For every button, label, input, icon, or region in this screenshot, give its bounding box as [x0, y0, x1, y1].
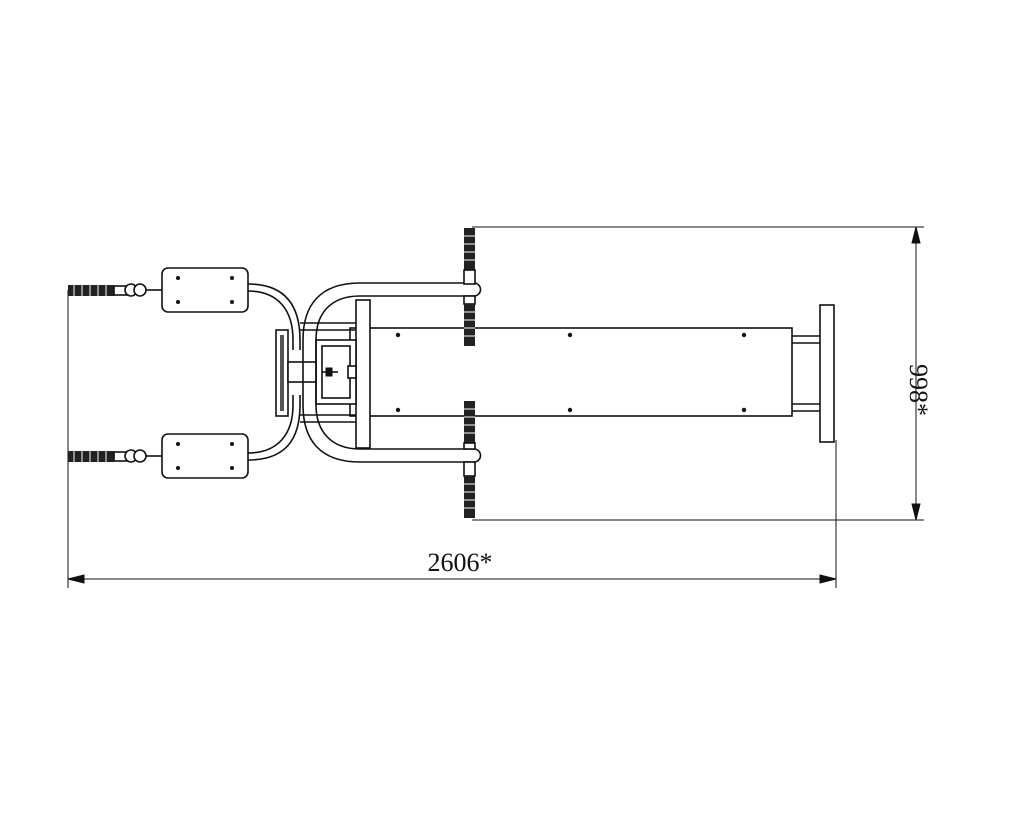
lever-arms	[247, 282, 482, 463]
lower-inner-grip	[464, 401, 475, 443]
width-label: 998*	[904, 364, 933, 416]
arrowhead-bottom-icon	[911, 503, 921, 521]
lever-pads	[161, 267, 249, 479]
bench-pad	[349, 327, 793, 417]
arrowhead-left-icon	[67, 574, 85, 584]
arrowhead-right-icon	[819, 574, 837, 584]
lower-lever-pad	[161, 433, 249, 479]
bench-seat	[349, 327, 793, 417]
upper-lever-pad	[161, 267, 249, 313]
lower-outer-grip	[464, 476, 475, 518]
length-dimension: 2606*	[67, 290, 837, 588]
upper-inner-grip	[464, 304, 475, 346]
rear-foot-plate	[819, 304, 835, 443]
upper-rear-grip	[68, 285, 114, 296]
length-label: 2606*	[428, 548, 493, 577]
front-frame	[300, 299, 371, 449]
weight-plate	[275, 329, 317, 417]
rear-handles	[68, 283, 162, 463]
rear-foot	[792, 304, 835, 443]
front-handles	[463, 228, 476, 518]
width-dimension: 998*	[472, 226, 933, 521]
front-crossbar	[355, 299, 371, 449]
lower-rear-grip	[68, 451, 114, 462]
upper-outer-grip	[464, 228, 475, 270]
arrowhead-top-icon	[911, 226, 921, 244]
